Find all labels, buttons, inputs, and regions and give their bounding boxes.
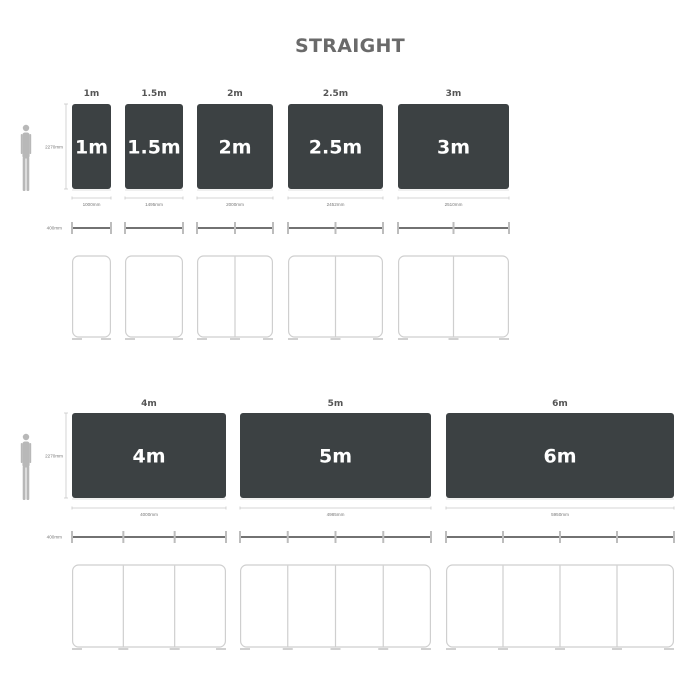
top-view-bar bbox=[71, 222, 112, 234]
page-title: STRAIGHT bbox=[295, 35, 405, 57]
height-label: 2270mm bbox=[45, 145, 63, 150]
panel-graphic bbox=[288, 104, 383, 189]
panel-label: 1.5m bbox=[127, 136, 180, 158]
wall-3m: 3m 3m 2510mm bbox=[397, 89, 510, 340]
panel-label: 6m bbox=[543, 445, 576, 467]
depth-label: 400mm bbox=[47, 535, 62, 540]
top-view-bar bbox=[239, 531, 432, 543]
width-label: 4985mm bbox=[327, 512, 345, 517]
panel-label: 2.5m bbox=[309, 136, 362, 158]
width-label: 2452mm bbox=[327, 202, 345, 207]
top-view-bar bbox=[196, 222, 274, 234]
size-header: 3m bbox=[446, 89, 462, 99]
panel-graphic bbox=[125, 104, 183, 189]
frame-view bbox=[71, 255, 111, 340]
top-view-bar bbox=[445, 531, 675, 543]
panel-graphic bbox=[72, 104, 111, 189]
frame-view bbox=[124, 255, 183, 340]
panel-graphic bbox=[197, 104, 273, 189]
width-label: 5950mm bbox=[551, 512, 569, 517]
wall-1-5m: 1.5m 1.5m 1495mm bbox=[124, 89, 184, 340]
person-scale-icon bbox=[20, 124, 32, 191]
panel-graphic bbox=[240, 413, 431, 498]
size-header: 1.5m bbox=[141, 89, 166, 99]
size-header: 1m bbox=[84, 89, 100, 99]
panel-label: 4m bbox=[132, 445, 165, 467]
depth-label: 400mm bbox=[47, 226, 62, 231]
frame-view bbox=[240, 564, 432, 650]
width-label: 2000mm bbox=[226, 202, 244, 207]
wall-4m: 4m 4m 4000mm bbox=[71, 399, 227, 650]
panel-graphic bbox=[398, 104, 509, 189]
size-header: 6m bbox=[552, 399, 568, 409]
width-label: 1495mm bbox=[145, 202, 163, 207]
wall-5m: 5m 5m 4985mm bbox=[239, 399, 432, 650]
rows-container: 2270mm400mm1m1m1000mm1.5m1.5m1495mm2m2m2… bbox=[20, 89, 675, 650]
panel-label: 1m bbox=[75, 136, 108, 158]
wall-1m: 1m 1m 1000mm bbox=[71, 89, 112, 340]
height-label: 2270mm bbox=[45, 454, 63, 459]
row-1: 2270mm400mm1m1m1000mm1.5m1.5m1495mm2m2m2… bbox=[20, 89, 510, 340]
width-label: 2510mm bbox=[445, 202, 463, 207]
panel-graphic bbox=[72, 413, 226, 498]
size-header: 5m bbox=[328, 399, 344, 409]
size-header: 2.5m bbox=[323, 89, 348, 99]
frame-view bbox=[71, 564, 227, 650]
wall-2-5m: 2.5m 2.5m 2452mm bbox=[287, 89, 384, 340]
frame-view bbox=[288, 255, 384, 340]
size-header: 4m bbox=[141, 399, 157, 409]
wall-6m: 6m 6m 5950mm bbox=[445, 399, 675, 650]
top-view-bar bbox=[124, 222, 184, 234]
frame-view bbox=[446, 564, 675, 650]
width-label: 1000mm bbox=[83, 202, 101, 207]
row-2: 2270mm 400mm 4m 4m 4000mm 5m 5m 4985mm 6m 6m 5950m… bbox=[20, 399, 675, 650]
panel-label: 5m bbox=[319, 445, 352, 467]
size-header: 2m bbox=[227, 89, 243, 99]
width-label: 4000mm bbox=[140, 512, 158, 517]
person-scale-icon bbox=[20, 433, 32, 500]
wall-2m: 2m 2m 2000mm bbox=[196, 89, 274, 340]
frame-view bbox=[398, 255, 510, 340]
frame-view bbox=[197, 255, 274, 340]
panel-label: 3m bbox=[437, 136, 470, 158]
top-view-bar bbox=[71, 531, 227, 543]
top-view-bar bbox=[397, 222, 510, 234]
panel-label: 2m bbox=[218, 136, 251, 158]
top-view-bar bbox=[287, 222, 384, 234]
panel-graphic bbox=[446, 413, 674, 498]
